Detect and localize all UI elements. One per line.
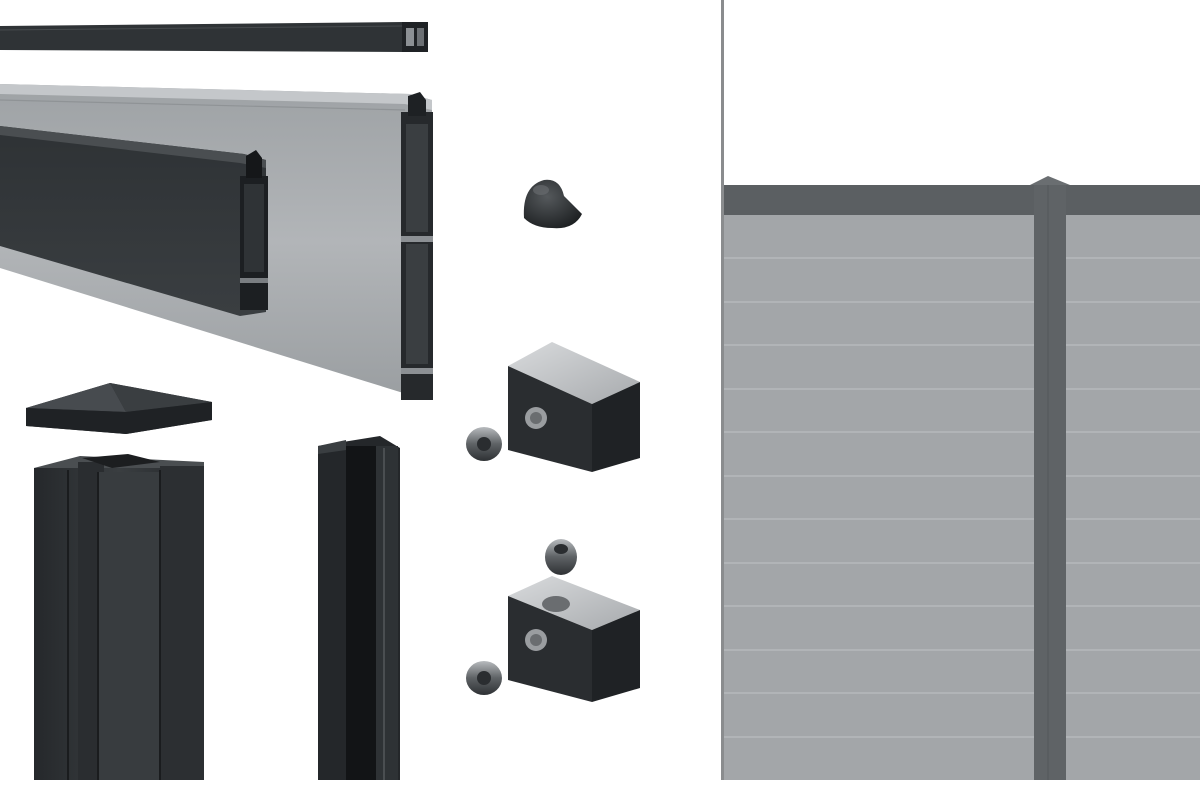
rubber-end-cap xyxy=(523,179,582,229)
threaded-insert xyxy=(466,661,502,695)
u-channel-profile xyxy=(318,436,400,780)
threaded-insert xyxy=(545,539,577,575)
anthracite-board-profile xyxy=(0,126,268,316)
fence-post xyxy=(1034,185,1066,780)
fence-post-cap xyxy=(1030,176,1070,185)
square-post xyxy=(34,454,204,780)
fence-board-lines xyxy=(724,257,1200,738)
threaded-insert xyxy=(466,427,502,461)
mounting-block-bottom xyxy=(508,576,640,702)
pyramid-post-cap xyxy=(26,383,212,434)
top-rail-profile xyxy=(0,22,428,52)
panel-divider xyxy=(721,0,724,780)
assembled-fence xyxy=(724,176,1200,780)
mounting-block-top xyxy=(508,342,640,472)
